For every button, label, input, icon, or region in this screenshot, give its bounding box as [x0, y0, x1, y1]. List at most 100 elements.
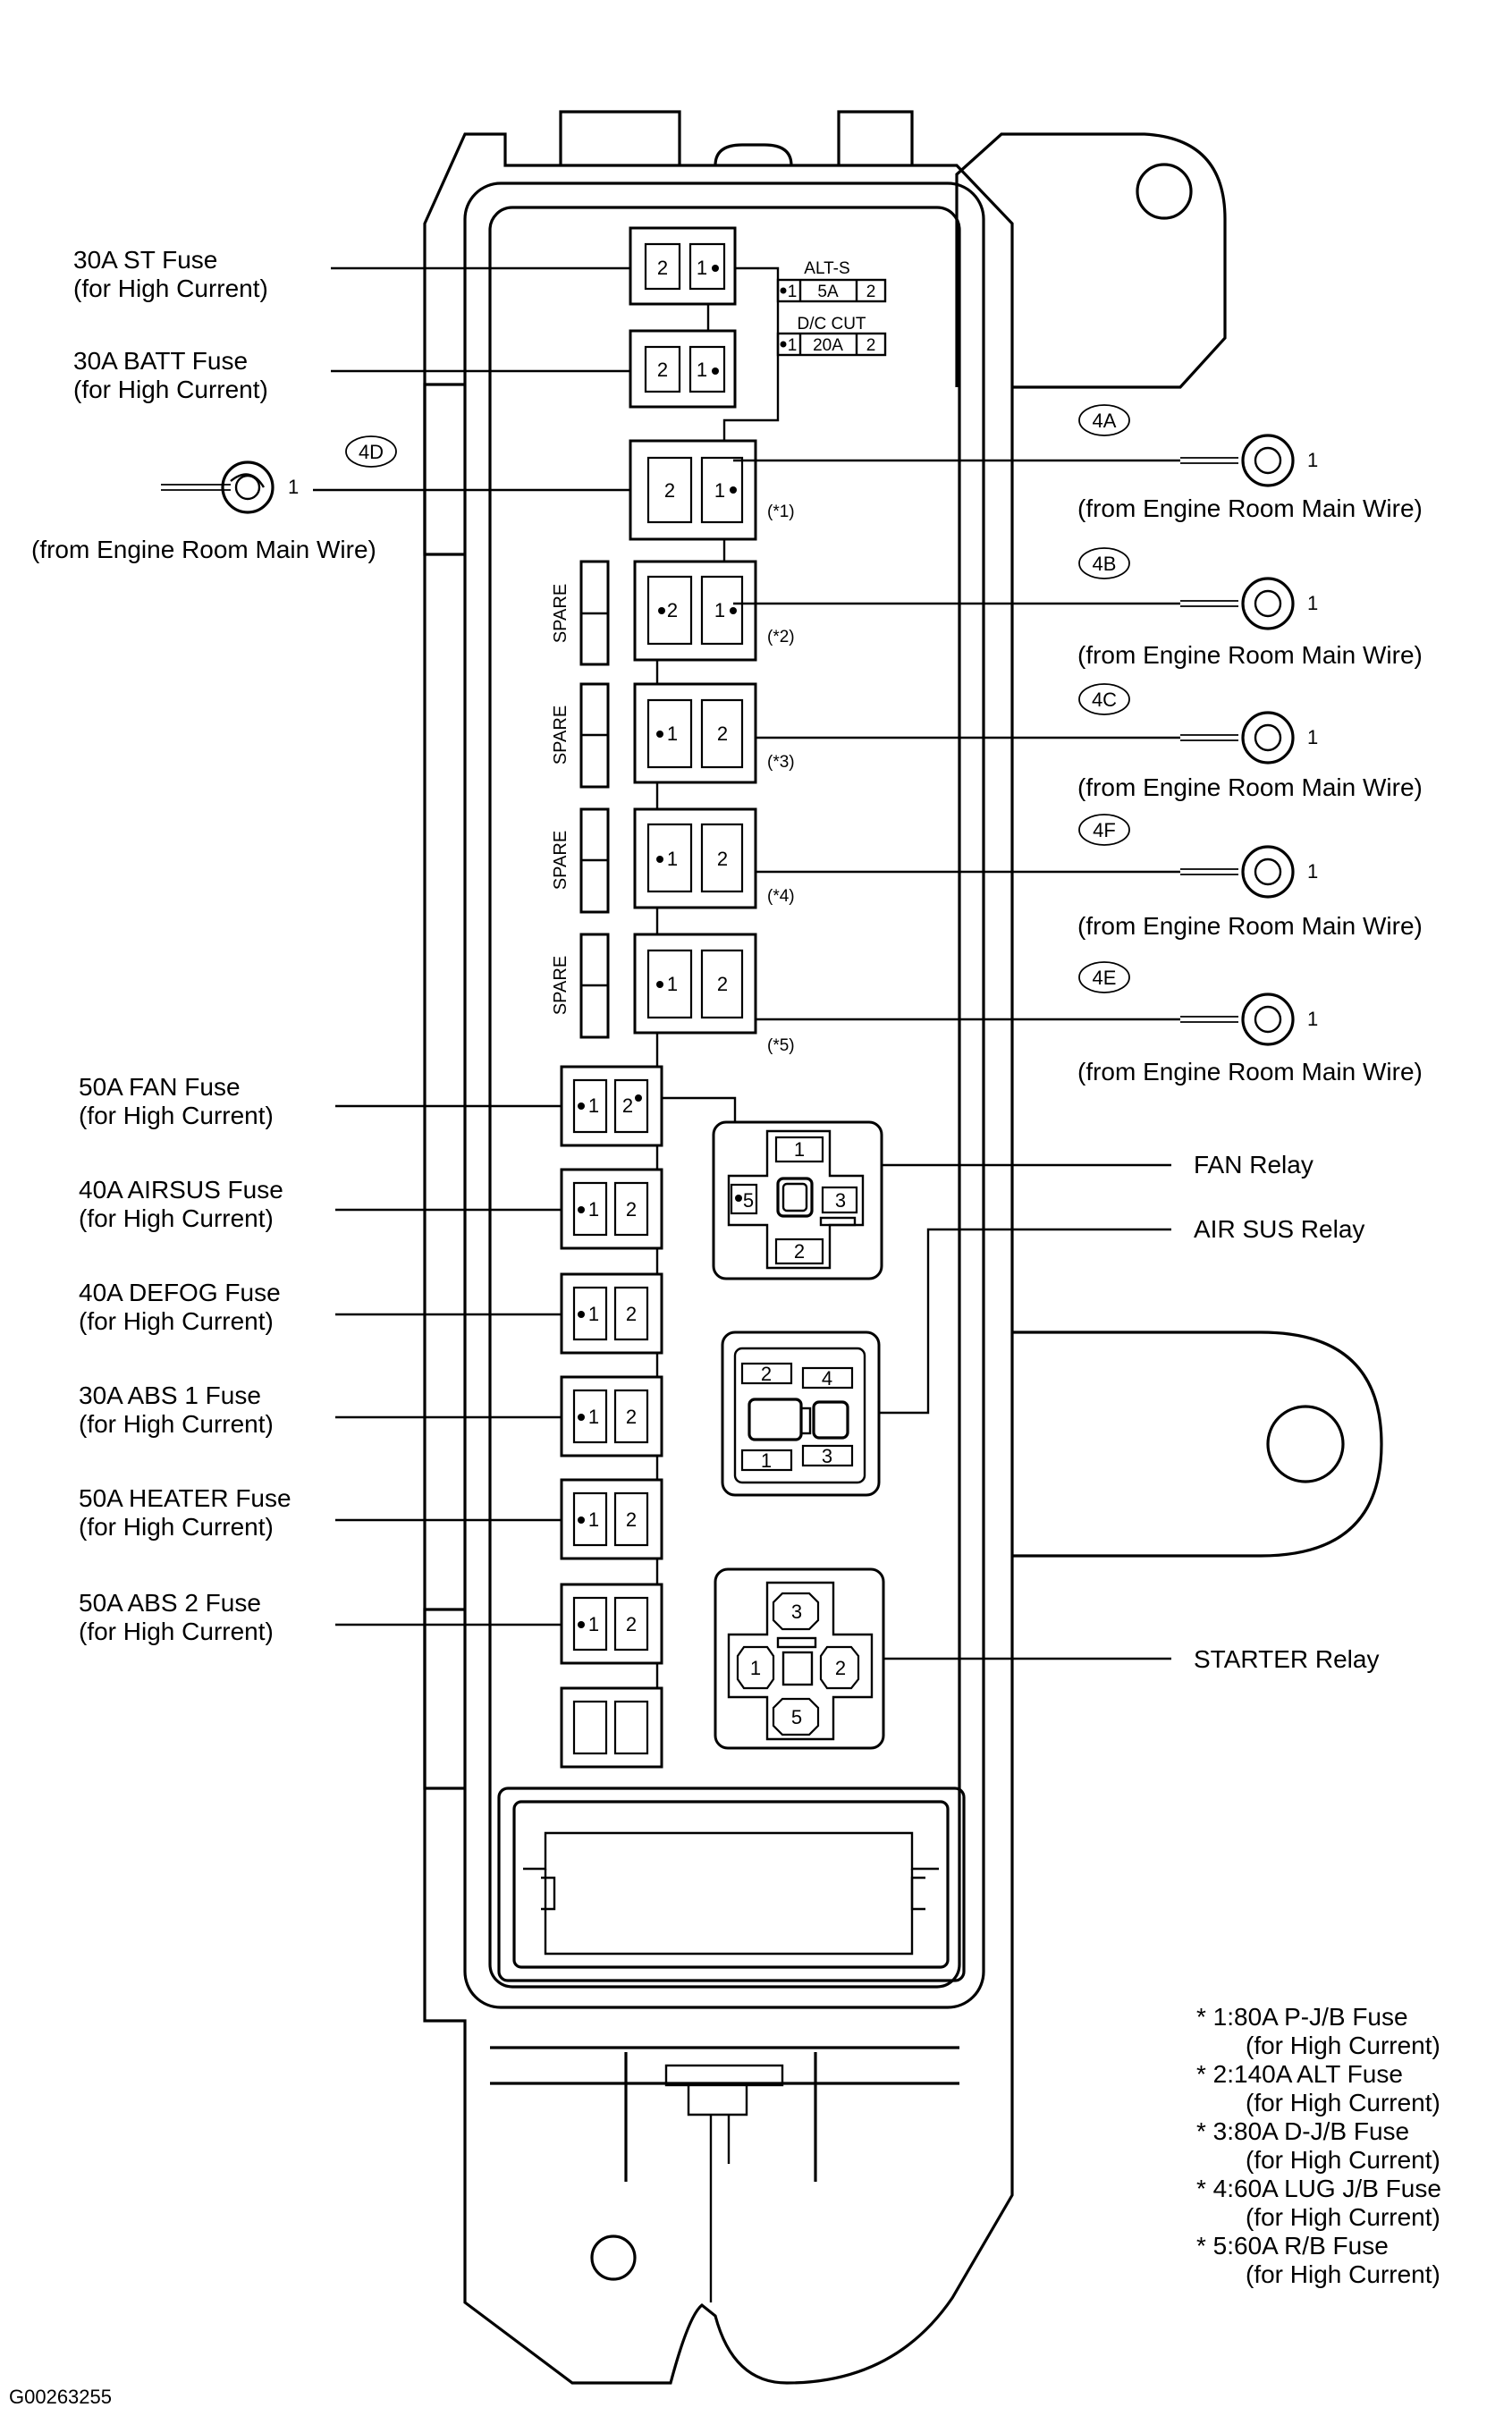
terminal-label: (from Engine Room Main Wire): [31, 536, 376, 563]
pin-label: 2: [794, 1240, 805, 1263]
callout-st-fuse: 30A ST Fuse (for High Current): [73, 246, 630, 302]
pin-label: 4: [822, 1367, 832, 1390]
terminal-pin: 1: [1307, 860, 1318, 883]
pin-label: 2: [626, 1613, 637, 1635]
pin-label: 2: [866, 336, 876, 355]
terminal-label: (from Engine Room Main Wire): [1077, 1058, 1423, 1086]
pin-label: 2: [717, 973, 728, 995]
fuse-mark: (*4): [767, 887, 795, 906]
fuse-block-2: 2 1 (*2): [633, 560, 795, 662]
fuse-block-heater: 1 2: [560, 1478, 663, 1560]
callout-airsus-fuse: 40A AIRSUS Fuse (for High Current): [79, 1176, 562, 1232]
fuse-block-defog: 1 2: [560, 1272, 663, 1355]
callout-title: 50A HEATER Fuse: [79, 1484, 291, 1512]
footnote-line: (for High Current): [1246, 2146, 1440, 2174]
fuse-block-4: 1 2 (*4): [633, 807, 795, 909]
pin-label: 1: [667, 848, 678, 870]
mounting-hole-bottom: [590, 2234, 637, 2281]
footnote-line: * 1:80A P-J/B Fuse: [1196, 2003, 1408, 2031]
fuse-box-housing: [423, 110, 1383, 2385]
terminal-4d: 4D 1 (from Engine Room Main Wire): [31, 435, 630, 563]
pin-label: 2: [626, 1198, 637, 1221]
relay-label: FAN Relay: [1194, 1151, 1313, 1178]
terminal-code: 4F: [1093, 819, 1116, 841]
spare-label: SPARE: [551, 956, 570, 1015]
pin-label: 3: [835, 1189, 846, 1212]
callout-abs1-fuse: 30A ABS 1 Fuse (for High Current): [79, 1381, 562, 1438]
pin-label: 5: [791, 1706, 802, 1728]
spare-slot-1: SPARE: [551, 560, 610, 666]
callout-subtitle: (for High Current): [79, 1204, 274, 1232]
small-fuse-name: ALT-S: [804, 259, 849, 278]
callout-defog-fuse: 40A DEFOG Fuse (for High Current): [79, 1279, 562, 1335]
terminal-code-badge: [1078, 683, 1130, 715]
ring-terminal-icon: [1241, 845, 1295, 899]
spare-label: SPARE: [551, 705, 570, 765]
footnote-line: * 3:80A D-J/B Fuse: [1196, 2117, 1409, 2145]
terminal-pin: 1: [1307, 726, 1318, 748]
terminal-4b: 4B 1 (from Engine Room Main Wire): [733, 547, 1423, 669]
pin-label: 1: [667, 722, 678, 745]
callout-subtitle: (for High Current): [79, 1307, 274, 1335]
terminal-4e: 4E 1 (from Engine Room Main Wire): [756, 961, 1423, 1086]
pin-label: 1: [750, 1657, 761, 1679]
footnote-line: * 5:60A R/B Fuse: [1196, 2232, 1389, 2260]
terminal-code: 4B: [1093, 553, 1117, 575]
terminal-code-badge: [345, 435, 397, 468]
pin-label: 1: [761, 1449, 772, 1472]
ring-terminal-icon: [1241, 711, 1295, 765]
callout-title: 50A ABS 2 Fuse: [79, 1589, 261, 1617]
pin-label: 1: [588, 1508, 599, 1531]
pin-label: 1: [667, 973, 678, 995]
callout-title: 30A ABS 1 Fuse: [79, 1381, 261, 1409]
pin-label: 1: [588, 1094, 599, 1117]
callout-fan-relay: FAN Relay: [882, 1151, 1313, 1178]
pin-label: 2: [717, 848, 728, 870]
fuse-block-abs2: 1 2: [560, 1583, 663, 1665]
terminal-label: (from Engine Room Main Wire): [1077, 912, 1423, 940]
pin-label: 2: [622, 1094, 633, 1117]
fuse-block-airsus: 1 2: [560, 1168, 663, 1250]
fuse-block-fan: 1 2: [560, 1065, 663, 1147]
terminal-label: (from Engine Room Main Wire): [1077, 641, 1423, 669]
spare-slot-3: SPARE: [551, 807, 610, 914]
pin-label: 1: [588, 1303, 599, 1325]
terminal-4f: 4F 1 (from Engine Room Main Wire): [756, 814, 1423, 940]
callout-abs2-fuse: 50A ABS 2 Fuse (for High Current): [79, 1589, 562, 1645]
terminal-pin: 1: [1307, 1008, 1318, 1030]
callout-title: 40A DEFOG Fuse: [79, 1279, 281, 1306]
callout-title: 50A FAN Fuse: [79, 1073, 241, 1101]
fuse-block-st: 2 1: [629, 226, 737, 306]
terminal-code: 4C: [1092, 689, 1117, 711]
terminal-4a: 4A 1 (from Engine Room Main Wire): [733, 404, 1423, 522]
spare-label: SPARE: [551, 584, 570, 643]
callout-subtitle: (for High Current): [73, 275, 268, 302]
callout-subtitle: (for High Current): [79, 1513, 274, 1541]
terminal-label: (from Engine Room Main Wire): [1077, 773, 1423, 801]
relay-label: AIR SUS Relay: [1194, 1215, 1364, 1243]
callout-starter-relay: STARTER Relay: [883, 1645, 1379, 1673]
ring-terminal-icon: [1241, 434, 1295, 487]
pin-label: 1: [788, 283, 798, 301]
callout-fan-fuse: 50A FAN Fuse (for High Current): [79, 1073, 562, 1129]
spare-slot-2: SPARE: [551, 682, 610, 789]
callout-title: 30A ST Fuse: [73, 246, 217, 274]
callout-heater-fuse: 50A HEATER Fuse (for High Current): [79, 1484, 562, 1541]
pin-label: 2: [657, 359, 668, 381]
pin-label: 1: [697, 359, 707, 381]
terminal-pin: 1: [1307, 449, 1318, 471]
small-fuse-alt-s: ALT-S 1 5A 2: [776, 259, 887, 303]
pin-label: 1: [588, 1613, 599, 1635]
small-fuse-name: D/C CUT: [797, 315, 866, 334]
terminal-code-badge: [1078, 404, 1130, 436]
fuse-mark: (*2): [767, 628, 795, 646]
terminal-code-badge: [1078, 547, 1130, 579]
pin-label: 1: [788, 336, 798, 355]
pin-label: 2: [761, 1363, 772, 1385]
small-fuse-rating: 5A: [817, 283, 839, 301]
ring-terminal-icon: [1241, 993, 1295, 1046]
pin-label: 2: [717, 722, 728, 745]
pin-label: 5: [743, 1189, 754, 1212]
callout-air-sus-relay: AIR SUS Relay: [879, 1215, 1364, 1415]
